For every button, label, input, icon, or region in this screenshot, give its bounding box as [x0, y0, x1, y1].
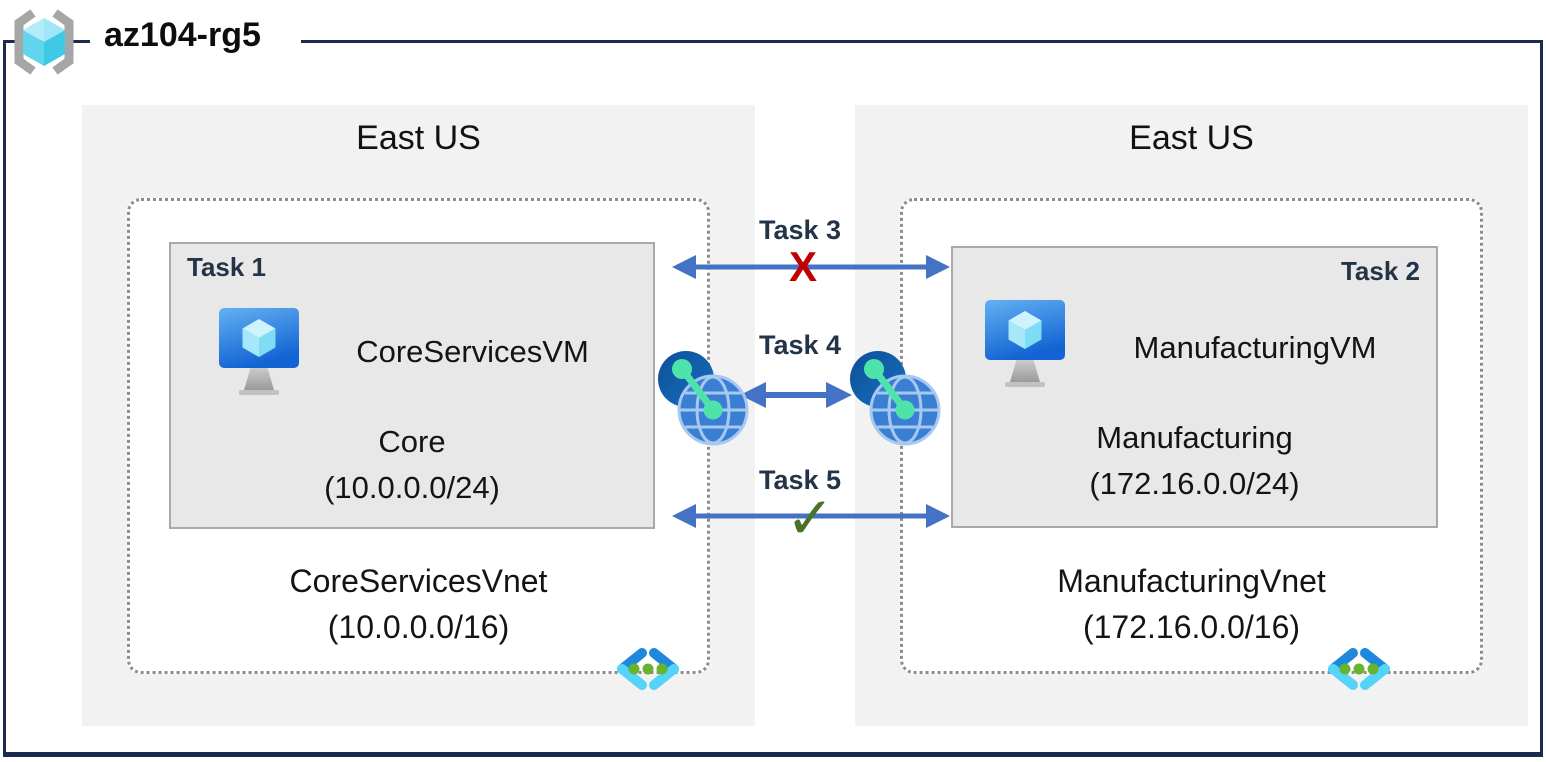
- subnet-name: Manufacturing: [1096, 420, 1293, 455]
- blocked-x-icon: X: [788, 243, 817, 290]
- vnet-box-coreservices: Task 1 CoreServicesVM Core (10.0.0.0/24)…: [127, 198, 710, 690]
- task-5-label: Task 5: [758, 465, 842, 495]
- subnet-box-manufacturing: Task 2 ManufacturingVM Manufacturing (17…: [951, 246, 1438, 528]
- vnet-peering-icon: [850, 351, 941, 446]
- task-4-label: Task 4: [758, 330, 842, 360]
- virtual-machine-icon: [985, 300, 1065, 387]
- task-1-label: Task 1: [187, 252, 267, 282]
- resource-group-name: az104-rg5: [90, 14, 301, 65]
- task-3-label: Task 3: [758, 215, 842, 245]
- vnet-peering-icon: [658, 351, 749, 446]
- virtual-network-icon: [617, 648, 679, 690]
- subnet-cidr: (172.16.0.0/24): [1089, 466, 1300, 501]
- resource-group-icon: [14, 9, 74, 75]
- vnet-name: ManufacturingVnet: [1057, 563, 1326, 599]
- vm-name: CoreServicesVM: [356, 334, 589, 369]
- resource-group-boundary: [3, 40, 1543, 757]
- subnet-box-core: Task 1 CoreServicesVM Core (10.0.0.0/24): [169, 242, 655, 529]
- vm-name: ManufacturingVM: [1133, 330, 1377, 365]
- subnet-name: Core: [378, 424, 446, 459]
- virtual-network-icon: [1328, 648, 1390, 690]
- allowed-check-icon: ✓: [785, 486, 835, 551]
- vnet-cidr: (10.0.0.0/16): [327, 609, 510, 645]
- virtual-machine-icon: [219, 308, 299, 395]
- task-4-arrow: [740, 382, 852, 408]
- region-box-east-us-left: East US Task 1 CoreServicesVM Core (10.0…: [82, 105, 755, 726]
- task-3-arrow: [672, 255, 950, 279]
- task-2-label: Task 2: [1340, 256, 1420, 286]
- vnet-box-manufacturing: Task 2 ManufacturingVM Manufacturing (17…: [900, 198, 1483, 690]
- region-box-east-us-right: East US Task 2 ManufacturingVM Manufactu…: [855, 105, 1528, 726]
- region-label: East US: [1129, 119, 1254, 157]
- task-5-arrow: [672, 504, 950, 528]
- subnet-cidr: (10.0.0.0/24): [324, 470, 500, 505]
- vnet-name: CoreServicesVnet: [289, 563, 548, 599]
- vnet-cidr: (172.16.0.0/16): [1082, 609, 1301, 645]
- region-label: East US: [356, 119, 481, 157]
